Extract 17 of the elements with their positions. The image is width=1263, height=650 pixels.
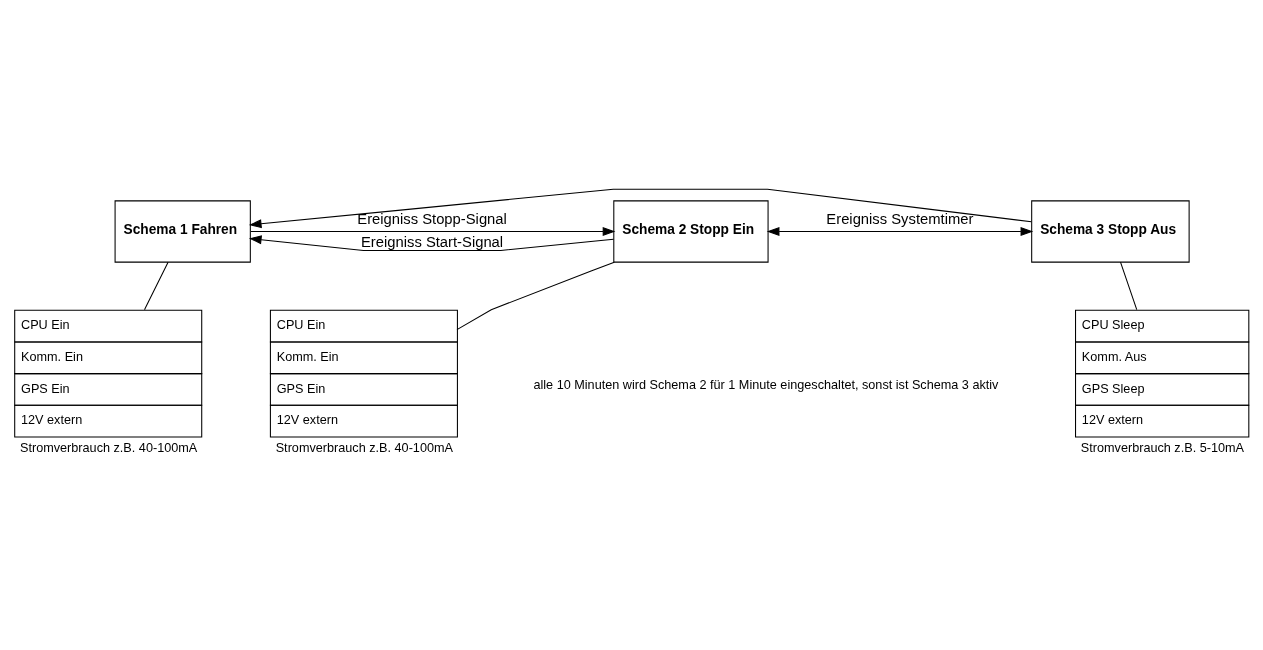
arrow	[248, 188, 1032, 229]
edge-label: Ereigniss Start-Signal	[361, 233, 504, 250]
arrow	[766, 227, 1034, 236]
node-box: Schema 1 Fahren	[114, 200, 251, 263]
arrow	[250, 227, 616, 236]
edge-label: Ereigniss Systemtimer	[826, 211, 974, 228]
connector	[456, 261, 615, 331]
connector	[1120, 261, 1138, 311]
node-label: Stromverbrauch z.B. 40-100mA	[275, 441, 453, 456]
label: alle 10 Minuten wird Schema 2 für 1 Minute eingeschaltet, sonst ist Schema 3 aktiv	[533, 377, 999, 392]
arrow	[248, 235, 615, 252]
edge-label: Ereigniss Stopp-Signal	[357, 211, 507, 228]
node-box: Schema 3 Stopp Aus	[1031, 200, 1190, 263]
node-box: Schema 2 Stopp Ein	[613, 200, 769, 263]
connector	[144, 261, 169, 311]
node-label: Stromverbrauch z.B. 5-10mA	[1080, 441, 1245, 456]
node-label: Stromverbrauch z.B. 40-100mA	[19, 441, 198, 456]
